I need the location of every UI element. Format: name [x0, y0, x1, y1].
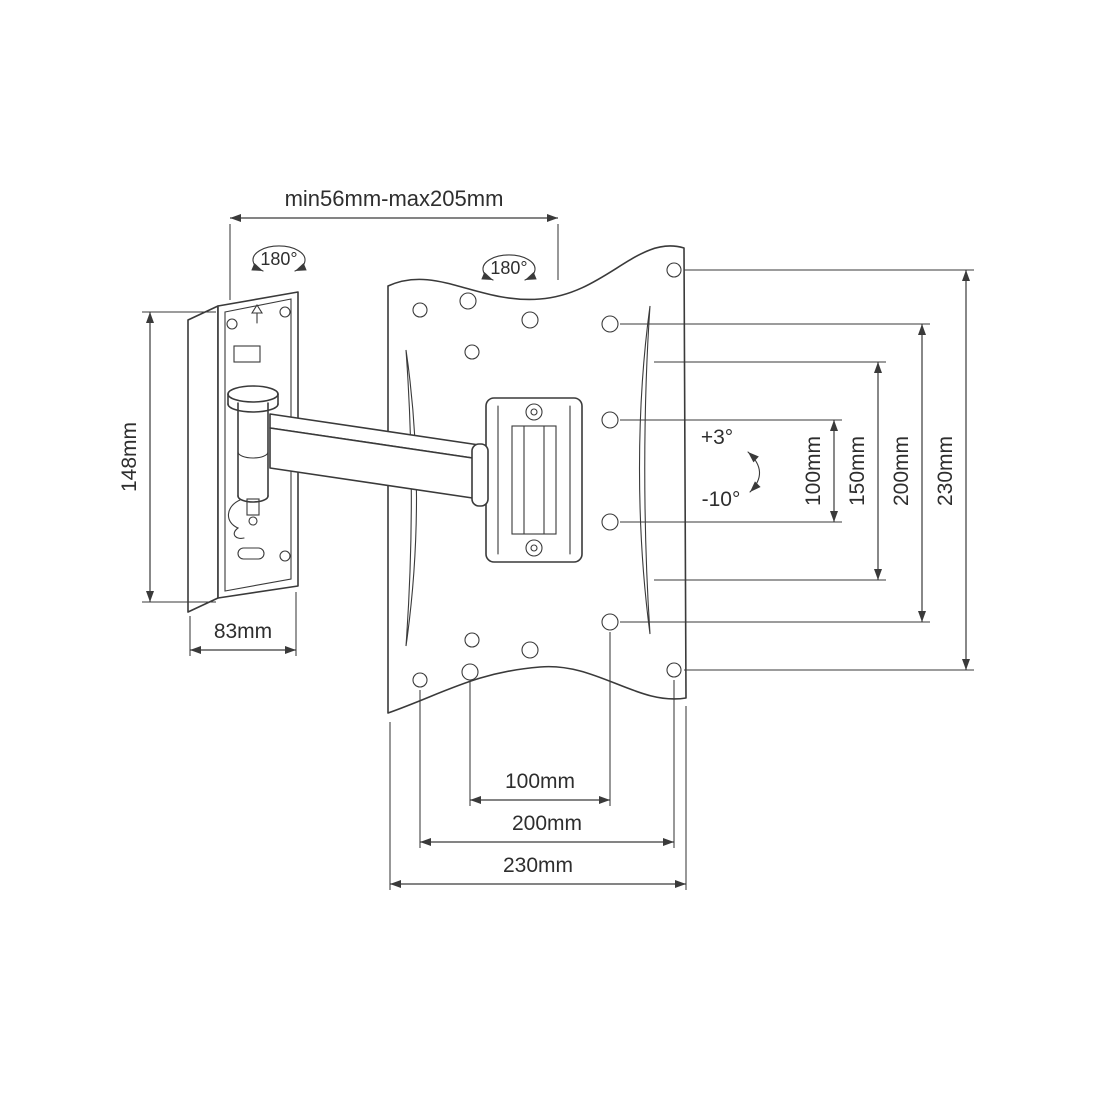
dim-label-vertical-200: 200mm — [890, 436, 913, 506]
dim-vertical-200: 200mm — [620, 323, 930, 623]
dim-horizontal-230: 230mm — [389, 706, 687, 890]
wall-plate-front-face — [217, 291, 299, 599]
dim-vertical-230: 230mm — [684, 269, 974, 671]
cable-hook — [227, 499, 245, 539]
swivel-badge-left: 180° — [251, 245, 307, 272]
wall-plate-slot — [233, 345, 261, 363]
tilt-down-label: -10° — [702, 488, 741, 511]
dim-label-horizontal-100: 100mm — [505, 770, 575, 793]
bracket-screw-top — [525, 403, 543, 421]
tilt-up-label: +3° — [701, 426, 733, 449]
dim-vertical-150: 150mm — [654, 361, 886, 581]
wall-plate — [187, 291, 299, 613]
swivel-right-label: 180° — [490, 258, 527, 278]
tilt-bracket — [485, 397, 583, 563]
dim-label-arm-extension: min56mm-max205mm — [285, 186, 504, 211]
dim-wall-plate-height: 148mm — [118, 311, 216, 603]
tilt-annotation: +3° -10° — [701, 426, 761, 511]
wall-plate-side-face — [187, 305, 219, 613]
dim-arm-extension: min56mm-max205mm — [229, 186, 559, 300]
dim-label-wall-plate-width: 83mm — [214, 620, 272, 643]
swivel-hinge — [227, 385, 279, 539]
dim-label-horizontal-230: 230mm — [503, 854, 573, 877]
dimension-annotations: min56mm-max205mm 180° 180° 148mm 83mm +3 — [118, 186, 974, 890]
wall-plate-obround-slot — [237, 547, 265, 560]
right-curved-slot — [638, 305, 651, 635]
wall-screw-hole — [226, 318, 238, 330]
wall-screw-hole — [279, 306, 291, 318]
wall-screw-hole — [279, 550, 291, 562]
bracket-screw-bottom — [525, 539, 543, 557]
swivel-left-label: 180° — [260, 249, 297, 269]
dim-label-vertical-150: 150mm — [846, 436, 869, 506]
dim-wall-plate-width: 83mm — [189, 592, 297, 656]
swivel-badge-right: 180° — [481, 254, 537, 281]
dim-label-horizontal-200: 200mm — [512, 812, 582, 835]
dim-horizontal-200: 200mm — [419, 680, 675, 848]
dim-label-wall-plate-height: 148mm — [118, 422, 141, 492]
up-arrow-marking — [251, 303, 263, 324]
dim-horizontal-100: 100mm — [469, 632, 611, 806]
hinge-bolt — [246, 498, 260, 516]
tilt-arrow — [747, 451, 761, 493]
dim-label-vertical-100: 100mm — [802, 436, 825, 506]
arm-joint-pin — [471, 443, 489, 507]
mounting-holes — [412, 262, 682, 688]
dim-vertical-100: 100mm — [620, 419, 842, 523]
dim-label-vertical-230: 230mm — [934, 436, 957, 506]
